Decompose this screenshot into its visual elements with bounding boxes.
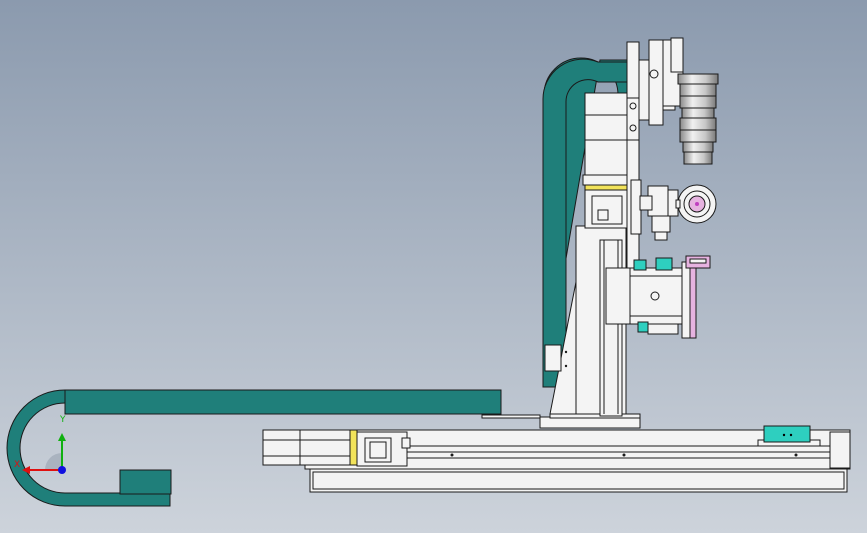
- x-axis-motor-part: [299, 429, 351, 466]
- coordinate-triad-icon[interactable]: X Y: [14, 415, 66, 474]
- linear-base-rail-part: [312, 471, 845, 490]
- camera-lens-part: [682, 141, 714, 153]
- z-axis-motor[interactable]: [582, 92, 632, 229]
- x-axis-motor-part: [401, 437, 411, 449]
- gripper-block-part: [650, 291, 660, 301]
- carriage-plate-part: [549, 413, 641, 419]
- gripper-block-part: [637, 321, 649, 333]
- z-axis-motor-part: [597, 209, 609, 221]
- z-axis-column-part: [564, 350, 568, 354]
- light-source-bracket-part: [654, 231, 668, 241]
- mounting-plate-part: [670, 37, 684, 73]
- gripper-block[interactable]: [605, 255, 711, 339]
- gripper-block-part: [647, 323, 679, 335]
- z-axis-motor-part: [584, 184, 630, 191]
- x-axis-motor-part: [349, 429, 358, 466]
- gripper-block-part: [655, 257, 673, 271]
- x-axis-motor-part: [262, 429, 306, 466]
- limit-sensor-part: [782, 433, 786, 437]
- z-axis-column-part: [599, 239, 623, 417]
- assembly-drawing-part: [6, 37, 851, 507]
- light-source-bracket-part: [675, 199, 681, 209]
- mounting-plate[interactable]: [626, 37, 684, 323]
- carriage-plate-part: [539, 416, 641, 429]
- camera-lens-part: [681, 107, 715, 119]
- coordinate-triad-icon-part: [58, 466, 66, 474]
- light-source-bracket[interactable]: [630, 179, 717, 241]
- mounting-plate-part: [648, 39, 664, 126]
- z-axis-motor-part: [584, 92, 628, 176]
- light-source-bracket-part: [639, 195, 653, 211]
- mounting-plate-part: [649, 69, 659, 79]
- horizontal-cable-chain-part: [64, 389, 502, 415]
- linear-base-rail-part: [829, 431, 851, 469]
- light-source-bracket-part: [695, 202, 699, 206]
- triad-y-label: Y: [59, 415, 66, 425]
- gripper-block-part: [689, 261, 697, 339]
- gripper-block-part: [605, 267, 631, 325]
- gripper-block-part: [689, 258, 707, 264]
- mounting-plate-part: [629, 102, 637, 110]
- z-axis-motor-part: [582, 174, 632, 186]
- horizontal-cable-chain-part: [119, 469, 172, 495]
- carriage-plate-part: [481, 414, 541, 419]
- z-axis-column-part: [564, 364, 568, 368]
- horizontal-cable-chain[interactable]: [6, 389, 502, 507]
- triad-x-label: X: [14, 460, 20, 470]
- mounting-plate-part: [638, 59, 650, 121]
- limit-sensor-part: [789, 433, 793, 437]
- x-axis-motor[interactable]: [262, 429, 411, 467]
- limit-sensor[interactable]: [757, 425, 821, 447]
- light-source-bracket-part: [651, 215, 671, 233]
- linear-base-rail-part: [794, 453, 798, 457]
- gripper-block-part: [633, 259, 647, 271]
- mounting-plate-part: [629, 124, 637, 132]
- camera-lens-part: [677, 73, 719, 85]
- coordinate-triad-icon-part: [22, 466, 30, 474]
- camera-lens[interactable]: [677, 73, 719, 165]
- vertical-cable-chain-part: [542, 58, 634, 388]
- coordinate-triad-icon-part: [45, 453, 62, 470]
- linear-base-rail-part: [450, 453, 454, 457]
- x-axis-motor-part: [369, 441, 387, 459]
- mounting-plate-part: [662, 105, 676, 111]
- z-axis-column-part: [544, 344, 562, 372]
- linear-base-rail-part: [622, 453, 626, 457]
- gripper-block-part: [681, 261, 691, 339]
- camera-lens-part: [683, 151, 713, 165]
- limit-sensor-part: [763, 425, 811, 443]
- coordinate-triad-icon-part: [58, 433, 66, 441]
